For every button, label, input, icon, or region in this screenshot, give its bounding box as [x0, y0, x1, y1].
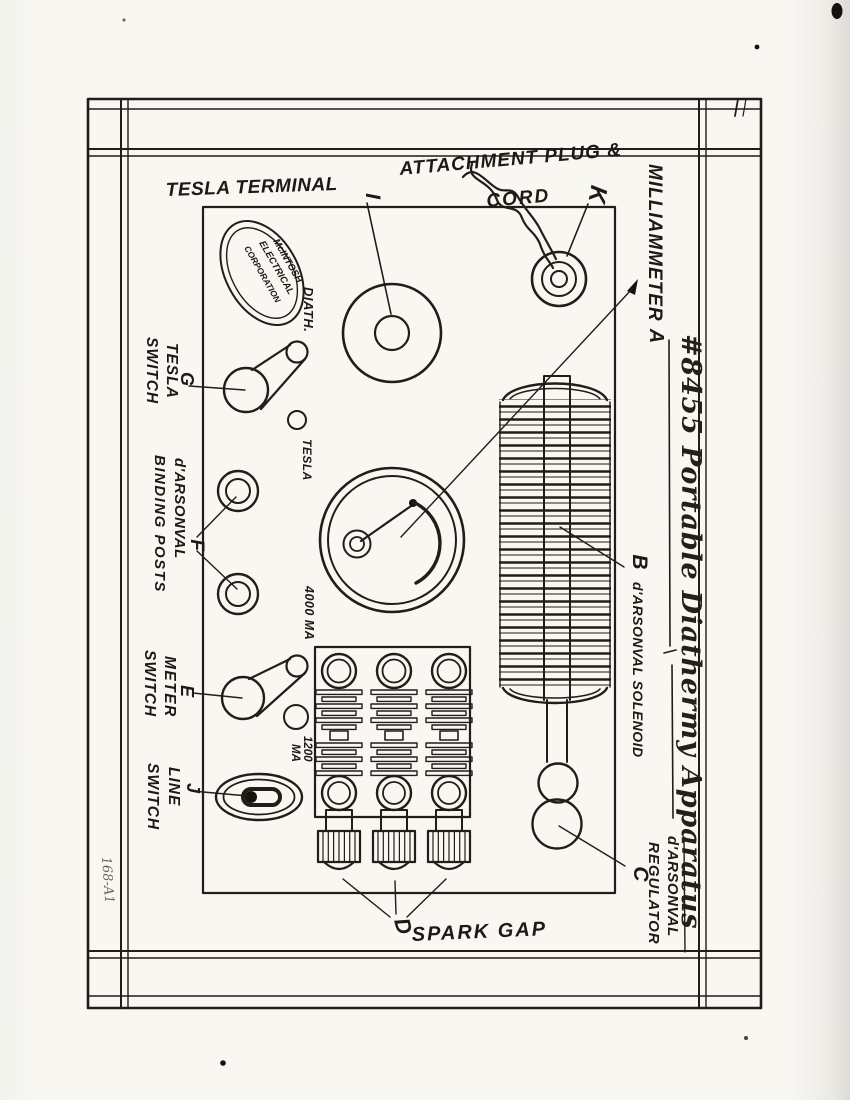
- regulator-label-line2: REGULATOR: [645, 842, 662, 945]
- ma-1200-dot: [283, 704, 309, 730]
- line-switch-label-line2: SWITCH: [144, 763, 161, 830]
- corner-mark: 168-A1: [98, 856, 116, 904]
- meter-switch-label-line2: SWITCH: [141, 650, 158, 717]
- line-switch-label-line1: LINE: [165, 767, 182, 806]
- ma-1200-label-line1: 1200: [301, 736, 313, 762]
- ma-1200-label-line2: MA: [289, 744, 301, 762]
- marker-f: F: [186, 539, 207, 552]
- marker-b: B: [628, 554, 651, 569]
- scan-artifacts: [122, 3, 843, 1066]
- title-block: #8455 Portable Diathermy Apparatus: [663, 334, 706, 929]
- diath-position-label: DIATH.: [301, 287, 316, 332]
- meter-switch-label-line1: METER: [161, 656, 178, 718]
- regulator-drawing: [531, 762, 626, 867]
- spark-gap-label: SPARK GAP: [411, 918, 547, 946]
- ma-4000-label: 4000 MA: [302, 585, 316, 640]
- tesla-position-label: TESLA: [300, 439, 314, 481]
- marker-d: D: [389, 915, 417, 937]
- meter-drawing: [318, 466, 466, 614]
- binding-posts-label-line2: BINDING POSTS: [151, 455, 168, 593]
- tesla-switch-label-line2: SWITCH: [143, 337, 160, 404]
- marker-i: I: [361, 193, 384, 200]
- mcintosh-logo: McINTOSH ELECTRICAL CORPORATION: [219, 220, 305, 326]
- tesla-terminal-label: TESLA TERMINAL: [165, 174, 338, 201]
- regulator-underline: [683, 839, 686, 953]
- line-switch-drawing: [191, 772, 304, 822]
- tesla-position-dot: [287, 410, 307, 430]
- solenoid-drawing: [499, 375, 611, 763]
- tesla-switch-drawing: [188, 340, 309, 414]
- marker-j: J: [183, 783, 203, 794]
- apparatus-panel: [201, 205, 617, 895]
- spark-gap-assembly: [313, 645, 474, 918]
- marker-c: C: [629, 866, 652, 882]
- meter-switch-drawing: [192, 654, 309, 721]
- marker-e: E: [177, 685, 197, 698]
- attachment-plug-label-line1: ATTACHMENT PLUG &: [398, 140, 623, 180]
- attachment-plug-cord-drawing: [461, 162, 589, 308]
- solenoid-label: d'ARSONVAL SOLENOID: [630, 582, 646, 758]
- binding-posts-drawing: [196, 469, 260, 616]
- tesla-switch-label-line1: TESLA: [163, 343, 180, 399]
- sheet-frame: [86, 97, 763, 1010]
- marker-k: K: [582, 183, 612, 206]
- sheet-title: #8455 Portable Diathermy Apparatus: [675, 334, 706, 929]
- marker-g: G: [177, 372, 197, 386]
- regulator-label-line1: d'ARSONVAL: [664, 836, 681, 937]
- solenoid-leader: [559, 526, 625, 568]
- tesla-terminal-drawing: [341, 202, 443, 384]
- binding-posts-label-line1: d'ARSONVAL: [171, 458, 188, 559]
- milliammeter-label: MILLIAMMETER: [644, 164, 665, 322]
- marker-a: A: [645, 328, 667, 343]
